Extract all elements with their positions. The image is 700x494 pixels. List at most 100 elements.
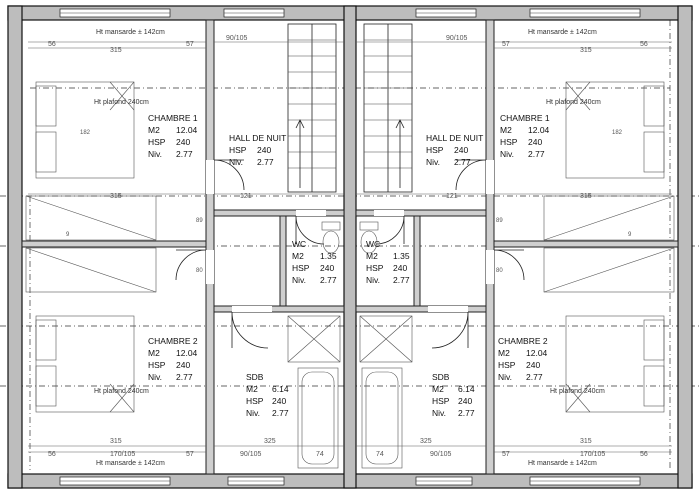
shower-left (287, 315, 341, 363)
door-wc-right[interactable] (375, 215, 405, 245)
niv-label: Niv. (246, 408, 260, 418)
m2-value: 12.04 (528, 125, 550, 135)
hsp-value: 240 (257, 145, 271, 155)
room-name: CHAMBRE 1 (148, 113, 198, 123)
bed-chambre1-left (35, 81, 135, 179)
hsp-value: 240 (320, 263, 334, 273)
hsp-label: HSP (498, 360, 516, 370)
m2-value: 12.04 (176, 125, 198, 135)
hsp-label: HSP (148, 360, 166, 370)
bathtub-right (361, 367, 403, 469)
m2-value: 6.14 (272, 384, 289, 394)
wall-interior-left-a (205, 19, 215, 475)
m2-label: M2 (148, 348, 160, 358)
toilet-left (321, 221, 341, 254)
wardrobe-chambre1-left (25, 195, 157, 241)
dim-121-left: 121 (240, 193, 252, 200)
dim-80-right: 80 (496, 268, 503, 274)
niv-value: 2.77 (176, 372, 193, 382)
hsp-label: HSP (246, 396, 264, 406)
wall-wc-right (413, 215, 421, 307)
dim-315-mid-left: 315 (110, 193, 122, 200)
dim-90-105-bottom-right: 90/105 (430, 451, 452, 458)
niv-label: Niv. (500, 149, 514, 159)
dim-56-top-left: 56 (48, 41, 56, 48)
dim-56-top-right: 56 (640, 41, 648, 48)
shower-right (359, 315, 413, 363)
m2-label: M2 (148, 125, 160, 135)
label-plafond-top-right: Ht plafond 240cm (546, 99, 601, 106)
niv-value: 2.77 (176, 149, 193, 159)
hsp-value: 240 (528, 137, 542, 147)
dim-56-bottom-right: 56 (640, 451, 648, 458)
dim-57-top-right: 57 (502, 41, 510, 48)
hsp-value: 240 (454, 145, 468, 155)
hsp-label: HSP (148, 137, 166, 147)
room-sdb-left: SDB M2 6.14 HSP 240 Niv. 2.77 (246, 372, 289, 418)
dim-74-bottom-left: 74 (316, 451, 324, 458)
dim-315-mid-right: 315 (580, 193, 592, 200)
niv-value: 2.77 (526, 372, 543, 382)
room-name: CHAMBRE 2 (498, 336, 548, 346)
staircase-left (287, 23, 337, 193)
dim-170-105-bottom-left: 170/105 (110, 451, 135, 458)
dim-315-bottom-left: 315 (110, 438, 122, 445)
room-name: WC (292, 239, 306, 249)
wall-hall-wc-right (355, 209, 487, 217)
hsp-label: HSP (366, 263, 384, 273)
wall-interior-right-a (485, 19, 495, 475)
door-wc-left[interactable] (295, 215, 325, 245)
dim-57-top-left: 57 (186, 41, 194, 48)
niv-value: 2.77 (458, 408, 475, 418)
m2-label: M2 (500, 125, 512, 135)
niv-value: 2.77 (257, 157, 274, 167)
room-chambre1-left: CHAMBRE 1 M2 12.04 HSP 240 Niv. 2.77 (148, 113, 198, 159)
m2-label: M2 (498, 348, 510, 358)
room-chambre1-right: CHAMBRE 1 M2 12.04 HSP 240 Niv. 2.77 (500, 113, 550, 159)
room-hall-left: HALL DE NUIT HSP 240 Niv. 2.77 (229, 133, 286, 167)
dim-182-right: 182 (612, 130, 623, 136)
toilet-right (359, 221, 379, 254)
niv-value: 2.77 (454, 157, 471, 167)
room-wc-left: WC M2 1.35 HSP 240 Niv. 2.77 (292, 239, 337, 285)
room-chambre2-left: CHAMBRE 2 M2 12.04 HSP 240 Niv. 2.77 (148, 336, 198, 382)
door-chambre2-right[interactable] (493, 249, 525, 281)
room-name: WC (366, 239, 380, 249)
hsp-value: 240 (176, 360, 190, 370)
door-sdb-left[interactable] (231, 311, 269, 349)
m2-value: 12.04 (526, 348, 548, 358)
dim-90-105-bottom-left: 90/105 (240, 451, 262, 458)
dim-57-bottom-left: 57 (186, 451, 194, 458)
bathtub-left (297, 367, 339, 469)
dim-89-left: 89 (196, 218, 203, 224)
room-chambre2-right: CHAMBRE 2 M2 12.04 HSP 240 Niv. 2.77 (498, 336, 548, 382)
niv-label: Niv. (229, 157, 243, 167)
dim-325-right: 325 (420, 438, 432, 445)
dim-9-right: 9 (628, 232, 632, 238)
dim-315-top-left: 315 (110, 47, 122, 54)
wall-left (7, 5, 23, 489)
hsp-value: 240 (176, 137, 190, 147)
hsp-value: 240 (272, 396, 286, 406)
niv-label: Niv. (498, 372, 512, 382)
m2-value: 6.14 (458, 384, 475, 394)
label-plafond-bottom-left: Ht plafond 240cm (94, 388, 149, 395)
niv-label: Niv. (432, 408, 446, 418)
door-chambre1-right[interactable] (455, 159, 487, 191)
label-mansarde-top-right: Ht mansarde ± 142cm (528, 29, 597, 36)
dim-182-left: 182 (80, 130, 91, 136)
wardrobe-chambre1-right (543, 195, 675, 241)
hsp-label: HSP (500, 137, 518, 147)
m2-label: M2 (246, 384, 258, 394)
wall-hall-wc-left (213, 209, 345, 217)
dim-56-bottom-left: 56 (48, 451, 56, 458)
dim-74-bottom-right: 74 (376, 451, 384, 458)
bed-chambre2-right (565, 315, 665, 413)
door-chambre2-left[interactable] (175, 249, 207, 281)
m2-value: 1.35 (320, 251, 337, 261)
label-mansarde-bottom-left: Ht mansarde ± 142cm (96, 460, 165, 467)
label-plafond-bottom-right: Ht plafond 240cm (550, 388, 605, 395)
door-sdb-right[interactable] (431, 311, 469, 349)
door-chambre1-left[interactable] (213, 159, 245, 191)
label-mansarde-top-left: Ht mansarde ± 142cm (96, 29, 165, 36)
